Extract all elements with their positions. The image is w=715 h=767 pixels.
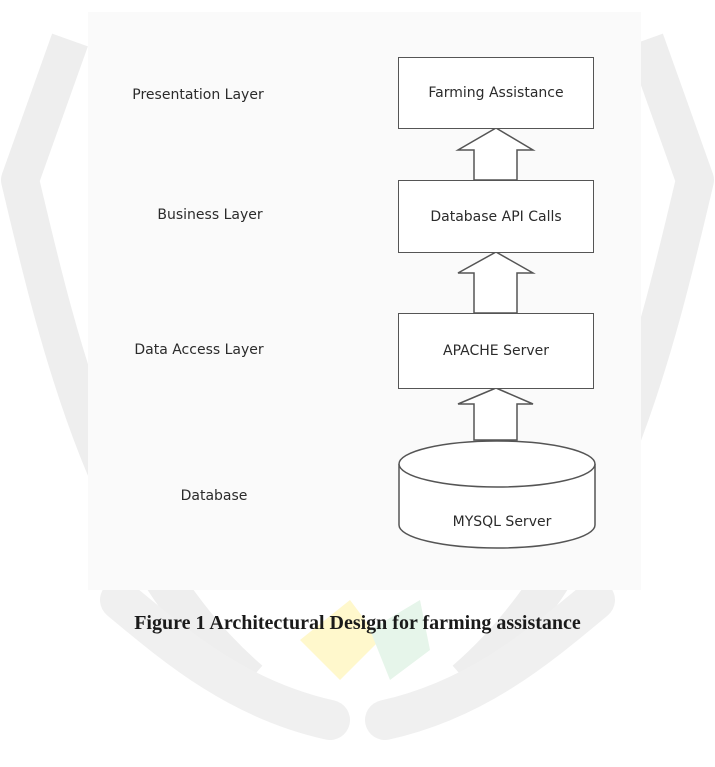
arrow-up-icon [455,127,536,181]
figure-caption: Figure 1 Architectural Design for farmin… [134,612,581,634]
component-box-database-api-calls: Database API Calls [398,180,594,253]
arrow-up-icon [457,251,536,314]
component-label: Farming Assistance [428,85,564,101]
layer-label-data-access: Data Access Layer [134,342,264,358]
component-label: APACHE Server [443,343,549,359]
component-box-apache-server: APACHE Server [398,313,594,389]
layer-label-presentation: Presentation Layer [132,87,264,103]
watermark-yellow-shape [300,600,380,680]
layer-label-business: Business Layer [157,207,263,223]
layer-label-database: Database [180,488,248,504]
leaf-left [100,580,350,740]
leaf-right [365,580,615,740]
component-label: Database API Calls [430,208,562,225]
database-cylinder-icon [398,440,596,549]
component-box-farming-assistance: Farming Assistance [398,57,594,129]
watermark-green-shape [370,600,430,680]
arrow-up-icon [457,387,534,441]
component-label-mysql-server: MYSQL Server [452,514,552,530]
